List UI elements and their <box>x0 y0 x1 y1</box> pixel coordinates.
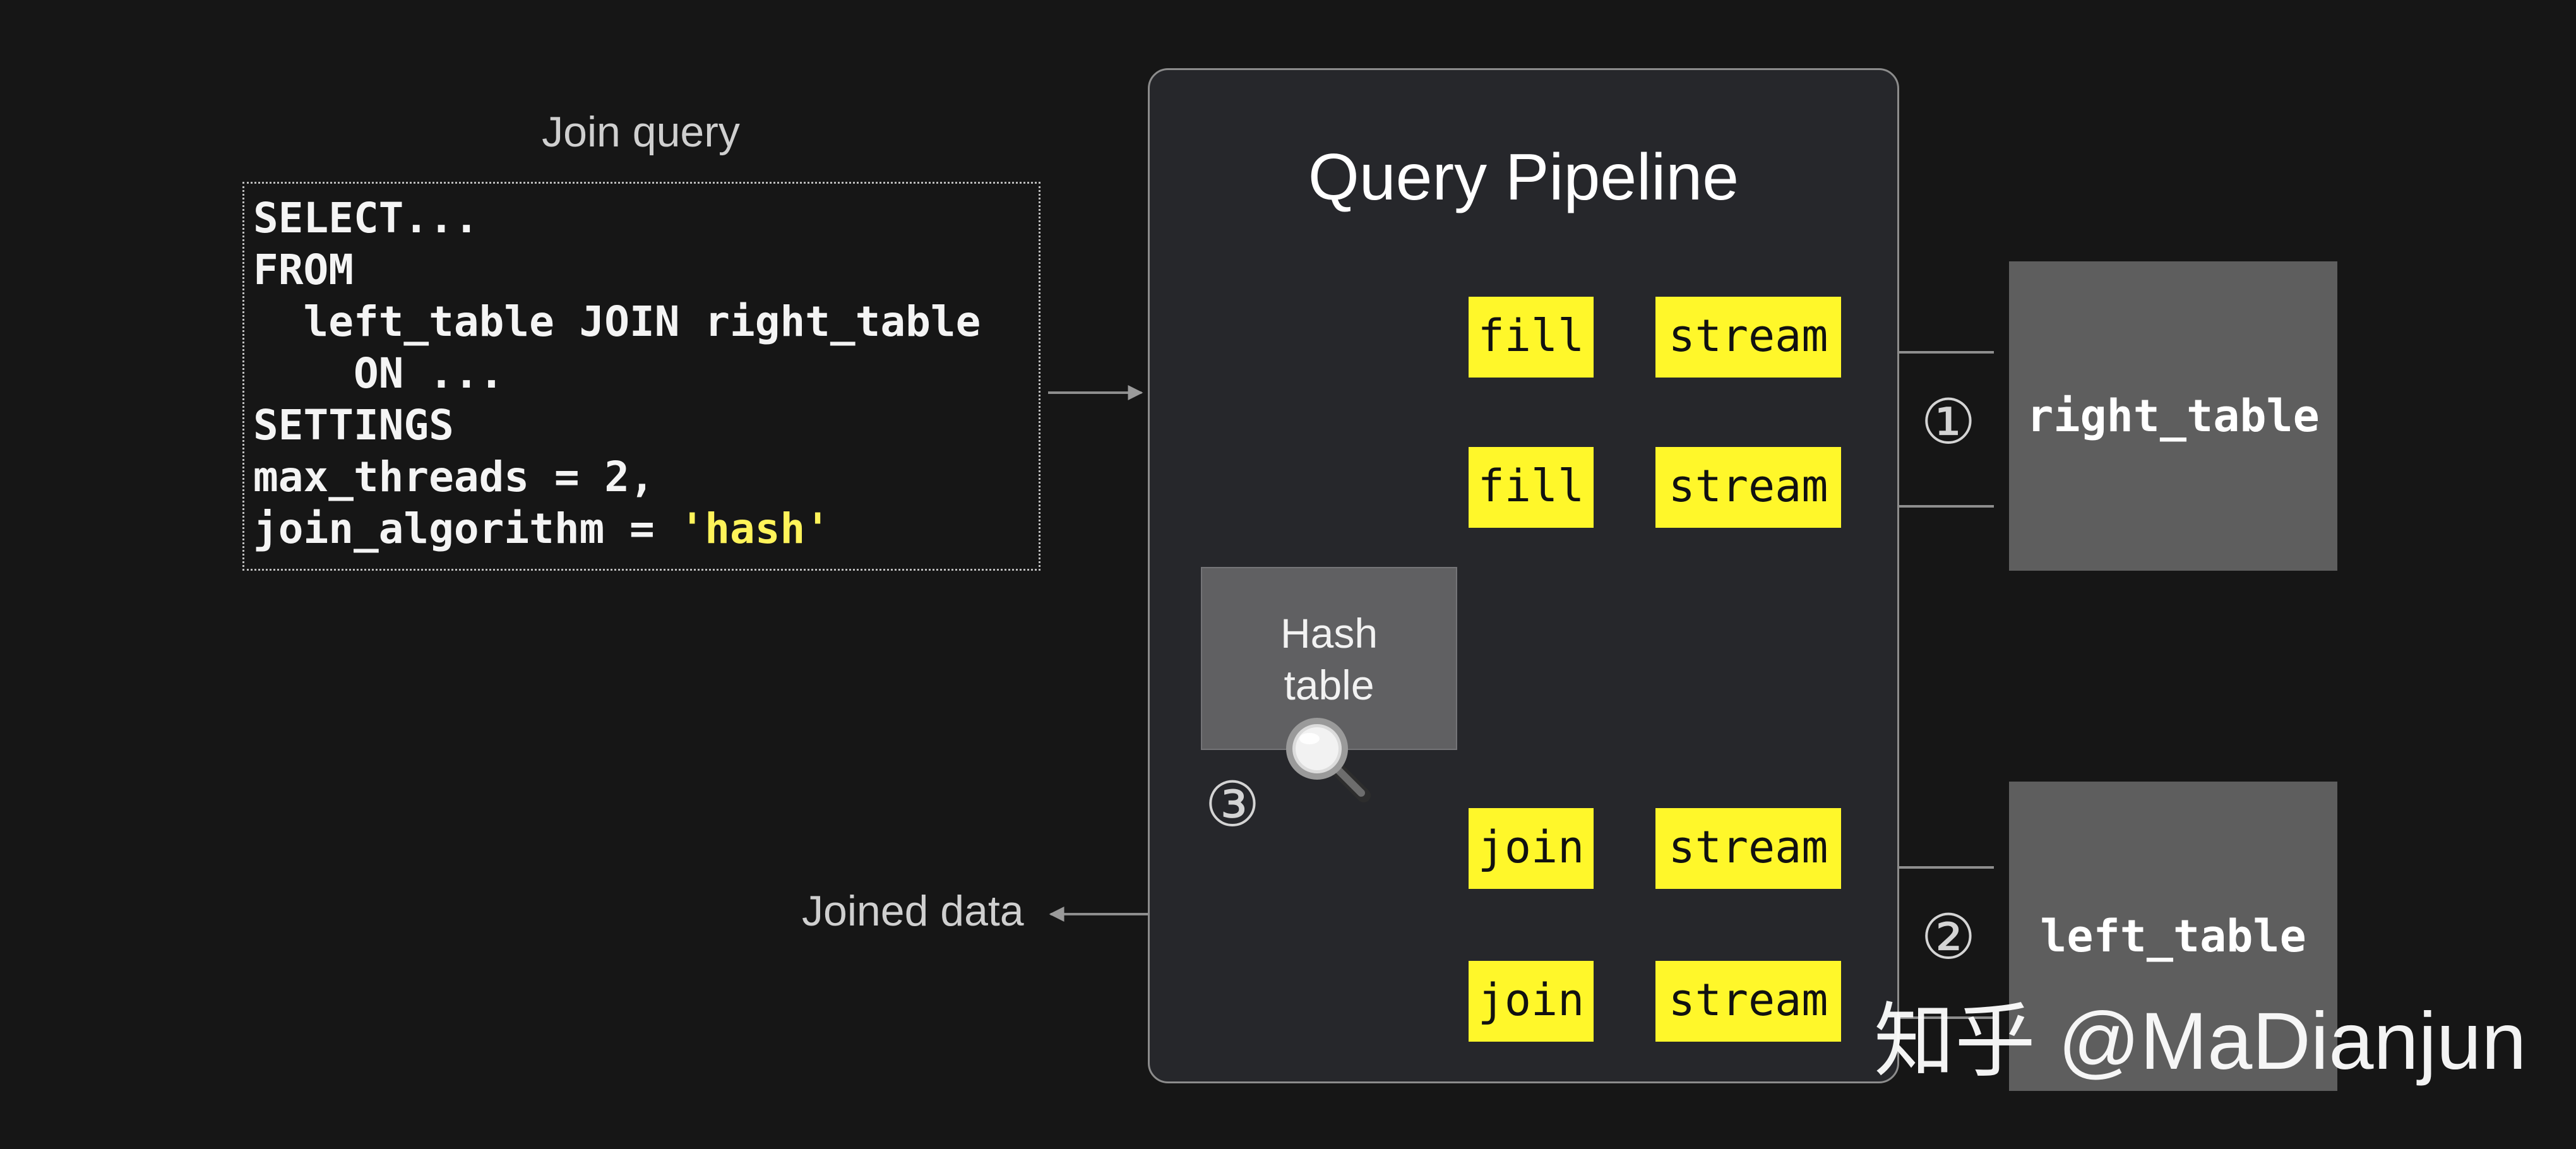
stream-step: stream <box>1655 447 1841 528</box>
code-line: FROM <box>253 246 354 294</box>
stream-step: stream <box>1655 297 1841 378</box>
code-text: join_algorithm = <box>253 504 680 553</box>
join-step: join <box>1469 808 1594 889</box>
joined-data-label: Joined data <box>802 887 1024 935</box>
hash-table-label: table <box>1284 662 1374 708</box>
code-line: max_threads = 2, <box>253 453 655 501</box>
fill-step: fill <box>1469 297 1594 378</box>
code-line: left_table JOIN right_table <box>253 297 981 346</box>
step-marker-3: ③ <box>1205 770 1260 839</box>
fill-step: fill <box>1469 447 1594 528</box>
code-line: SETTINGS <box>253 401 454 449</box>
code-line: ON ... <box>253 349 504 398</box>
step-marker-2: ② <box>1921 902 1976 972</box>
stream-step: stream <box>1655 808 1841 889</box>
right-table-box: right_table <box>2009 261 2337 571</box>
join-step: join <box>1469 961 1594 1042</box>
code-line: join_algorithm = 'hash' <box>253 503 1030 555</box>
step-marker-1: ① <box>1921 387 1976 456</box>
code-highlight: 'hash' <box>679 504 830 553</box>
pipeline-title: Query Pipeline <box>1308 141 1739 214</box>
join-query-code: SELECT... FROM left_table JOIN right_tab… <box>242 182 1041 571</box>
watermark: 知乎 @MaDianjun <box>1874 996 2527 1086</box>
code-line: SELECT... <box>253 194 479 242</box>
left-table-box: left_table <box>2009 782 2337 1091</box>
stream-step: stream <box>1655 961 1841 1042</box>
magnifier-icon <box>1286 718 1371 802</box>
join-query-label: Join query <box>542 108 740 156</box>
hash-table-box: Hash table <box>1201 567 1457 750</box>
hash-table-label: Hash <box>1280 610 1378 657</box>
